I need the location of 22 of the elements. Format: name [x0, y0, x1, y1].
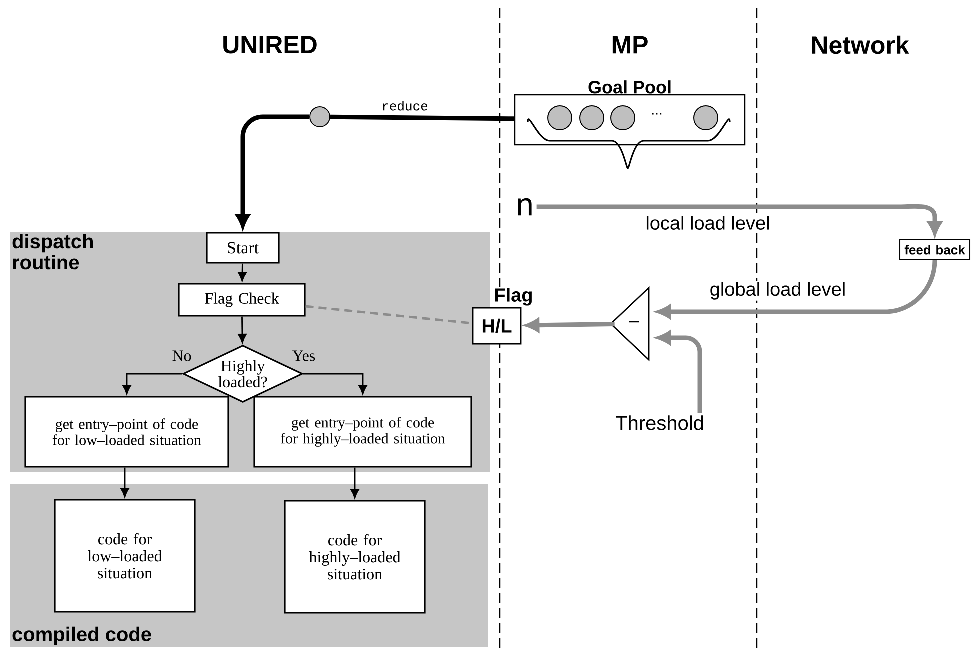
connector: [330, 114, 514, 122]
edge-label: reduce: [380, 100, 430, 112]
pool-heading: Goal Pool: [588, 80, 671, 94]
process-box: Flag Check: [178, 283, 306, 317]
column-heading: MP: [612, 36, 648, 54]
arrow: [238, 316, 247, 344]
arrow: [120, 468, 130, 498]
column-heading: Network: [812, 36, 910, 54]
arrow: [304, 373, 368, 394]
column-heading: UNIRED: [224, 36, 317, 54]
code-box: code for low–loaded situation: [54, 499, 196, 613]
arrow: [350, 468, 360, 498]
arrow: [238, 264, 247, 282]
goal-pool-box: ...: [514, 94, 746, 146]
feedback-box: feed back: [900, 240, 970, 260]
code-box: code for highly–loaded situation: [284, 500, 426, 614]
flag-label: Flag: [493, 287, 534, 307]
threshold-label: Threshold: [616, 416, 704, 430]
start-box: Start: [206, 232, 280, 264]
arrow: [122, 373, 182, 394]
token-circle: [310, 106, 330, 128]
variable-label: n: [518, 198, 532, 216]
